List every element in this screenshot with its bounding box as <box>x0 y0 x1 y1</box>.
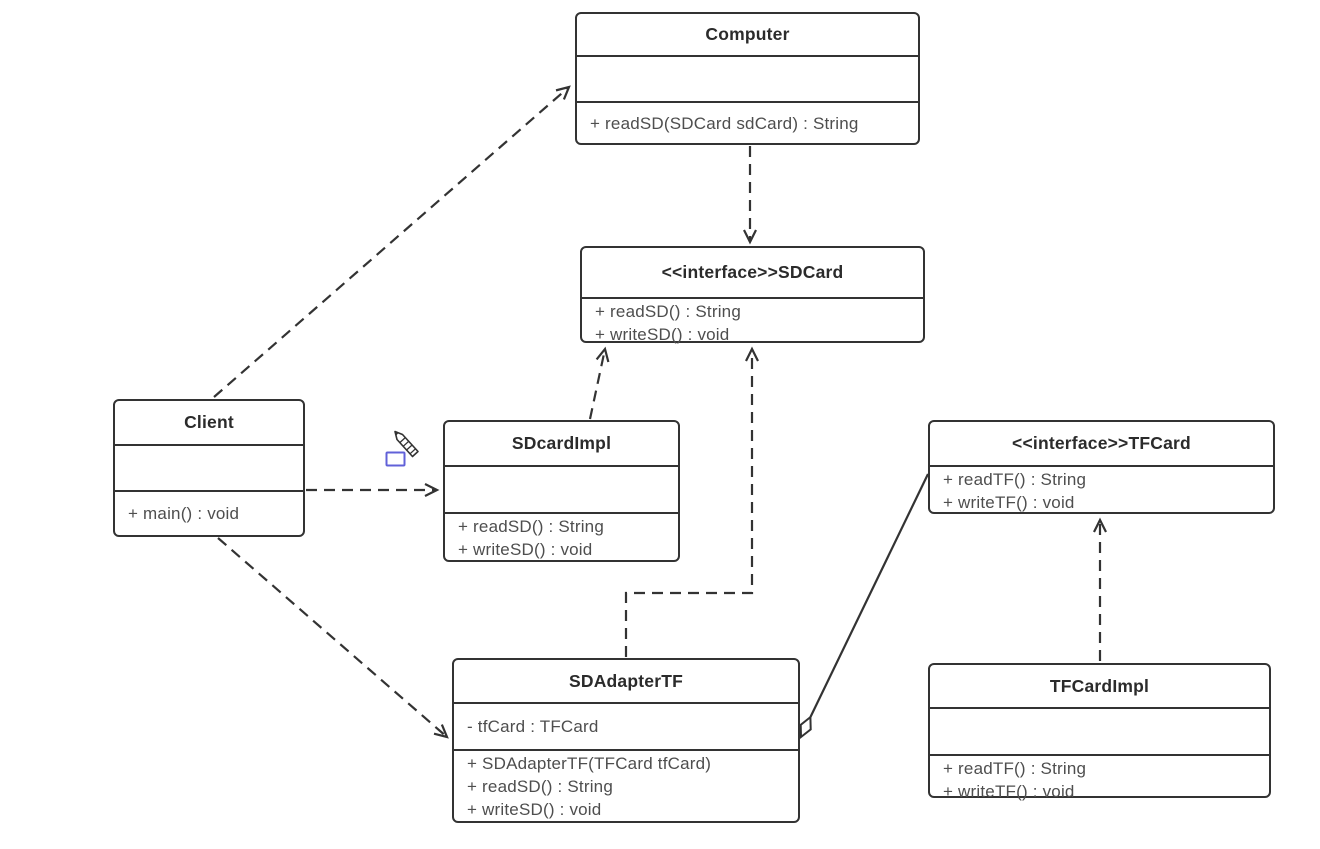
class-title: TFCardImpl <box>1049 675 1150 696</box>
methods-compartment: + SDAdapterTF(TFCard tfCard) + readSD() … <box>454 749 798 822</box>
class-box-sdcard-interface[interactable]: <<interface>>SDCard + readSD() : String … <box>580 246 925 344</box>
aggregation-line <box>809 473 929 718</box>
methods-compartment: + readSD() : String + writeSD() : void <box>582 297 923 347</box>
edge-sdadaptertf-to-sdcard-realization[interactable] <box>624 346 759 657</box>
class-title: <<interface>>SDCard <box>661 262 844 282</box>
methods-compartment: + readTF() : String + writeTF() : void <box>930 754 1269 804</box>
edge-client-to-computer-dependency[interactable] <box>213 85 571 398</box>
methods-compartment: + main() : void <box>115 490 303 535</box>
method-label: + readSD() : String <box>467 777 613 796</box>
class-title: SDcardImpl <box>511 433 612 453</box>
method-label: + readTF() : String <box>943 759 1087 778</box>
edge-sdadaptertf-to-tfcard-aggregation[interactable] <box>799 473 929 740</box>
method-label: + readSD(SDCard sdCard) : String <box>590 113 859 133</box>
method-label: + writeTF() : void <box>943 493 1075 512</box>
class-title: Client <box>184 412 234 432</box>
method-label: + writeSD() : void <box>595 325 730 344</box>
class-box-sdcardimpl[interactable]: SDcardImpl + readSD() : String + writeSD… <box>443 420 680 562</box>
class-box-tfcardimpl[interactable]: TFCardImpl + readTF() : String + writeTF… <box>928 663 1271 801</box>
pencil-cursor-icon <box>394 430 419 458</box>
method-label: + writeSD() : void <box>467 800 602 819</box>
cursor-selection-square <box>385 451 406 467</box>
method-label: + main() : void <box>128 504 240 523</box>
methods-compartment: + readTF() : String + writeTF() : void <box>930 465 1273 515</box>
method-label: + writeSD() : void <box>458 540 593 559</box>
method-label: + readTF() : String <box>943 470 1087 489</box>
class-title: <<interface>>TFCard <box>1012 433 1191 453</box>
method-label: + SDAdapterTF(TFCard tfCard) <box>467 754 712 773</box>
aggregation-diamond <box>799 715 812 740</box>
methods-compartment: + readSD(SDCard sdCard) : String <box>577 101 918 143</box>
attributes-compartment <box>445 465 678 512</box>
class-box-client[interactable]: Client + main() : void <box>113 399 305 537</box>
method-label: + readSD() : String <box>595 302 741 321</box>
method-label: + readSD() : String <box>458 517 604 536</box>
attributes-compartment <box>577 55 918 101</box>
class-title: SDAdapterTF <box>568 670 683 691</box>
attributes-compartment: - tfCard : TFCard <box>454 702 798 749</box>
class-box-tfcard-interface[interactable]: <<interface>>TFCard + readTF() : String … <box>928 420 1275 514</box>
edge-client-to-sdadaptertf-dependency[interactable] <box>217 537 449 739</box>
class-title: Computer <box>705 24 790 44</box>
methods-compartment: + readSD() : String + writeSD() : void <box>445 512 678 562</box>
method-label: + writeTF() : void <box>943 782 1075 801</box>
class-box-computer[interactable]: Computer + readSD(SDCard sdCard) : Strin… <box>575 12 920 145</box>
attribute-label: - tfCard : TFCard <box>467 717 599 736</box>
edge-sdcardimpl-to-sdcard-realization[interactable] <box>588 346 610 420</box>
attributes-compartment <box>115 444 303 490</box>
class-box-sdadaptertf[interactable]: SDAdapterTF - tfCard : TFCard + SDAdapte… <box>452 658 800 823</box>
attributes-compartment <box>930 707 1269 754</box>
